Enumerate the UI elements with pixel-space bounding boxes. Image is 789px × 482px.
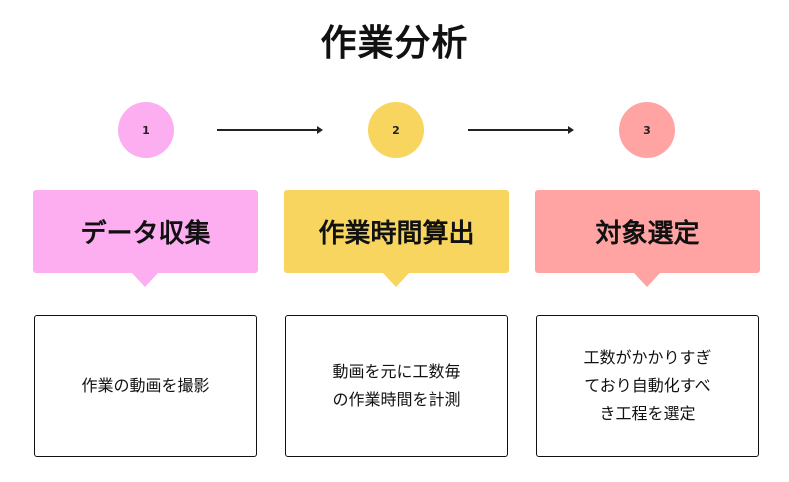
arrow-head-icon (568, 126, 574, 134)
step-3-description: 工数がかかりすぎ ており自動化すべ き工程を選定 (583, 348, 712, 423)
step-3-callout-tail (634, 273, 660, 287)
step-1-callout-tail (132, 273, 158, 287)
step-1-heading-callout: データ収集 (33, 190, 258, 273)
arrow-line (217, 129, 317, 131)
arrow-step-1-to-2 (217, 125, 323, 135)
step-2-callout-tail (383, 273, 409, 287)
step-3-heading: 対象選定 (595, 219, 700, 249)
step-3-number-circle: 3 (619, 102, 675, 158)
step-3-description-box: 工数がかかりすぎ ており自動化すべ き工程を選定 (536, 315, 759, 457)
step-1-heading: データ収集 (80, 219, 211, 249)
step-3-number: 3 (643, 123, 651, 137)
step-2-heading: 作業時間算出 (318, 219, 475, 249)
step-1-description: 作業の動画を撮影 (81, 376, 210, 395)
step-1-description-box: 作業の動画を撮影 (34, 315, 257, 457)
arrow-step-2-to-3 (468, 125, 574, 135)
step-2-number: 2 (392, 123, 400, 137)
step-3-heading-callout: 対象選定 (535, 190, 760, 273)
step-1-number: 1 (142, 123, 150, 137)
step-2-heading-callout: 作業時間算出 (284, 190, 509, 273)
step-2-number-circle: 2 (368, 102, 424, 158)
step-2-description: 動画を元に工数毎 の作業時間を計測 (332, 362, 461, 409)
step-2-description-box: 動画を元に工数毎 の作業時間を計測 (285, 315, 508, 457)
arrow-line (468, 129, 568, 131)
arrow-head-icon (317, 126, 323, 134)
step-1-number-circle: 1 (118, 102, 174, 158)
page-title: 作業分析 (320, 23, 469, 64)
